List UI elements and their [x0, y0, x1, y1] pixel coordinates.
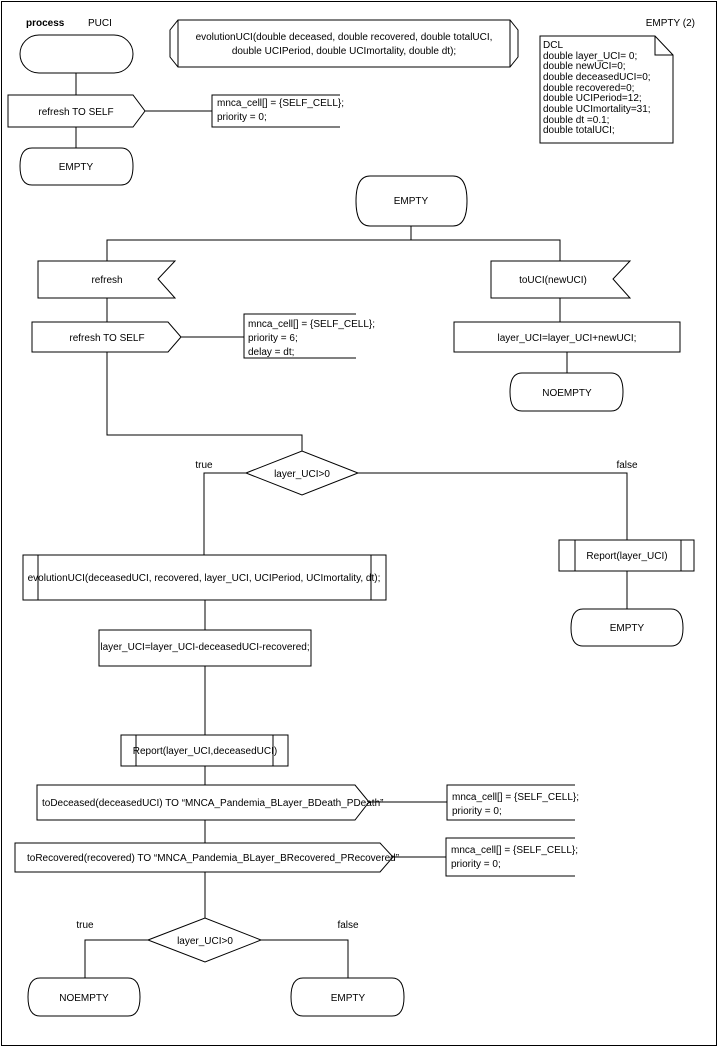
true-label: true [195, 460, 213, 471]
comment-line: mnca_cell[] = {SELF_CELL}; [452, 792, 579, 803]
process-name: PUCI [88, 18, 112, 29]
call-label: Report(layer_UCI) [586, 551, 667, 562]
dcl-line: double totalUCI; [543, 125, 615, 136]
input-touci[interactable]: toUCI(newUCI) [490, 260, 632, 299]
false-label: false [337, 920, 359, 931]
decision-layer-uci[interactable]: layer_UCI>0 [244, 450, 360, 496]
state-empty-start[interactable]: EMPTY [19, 147, 134, 186]
comment-line: priority = 0; [451, 859, 501, 870]
decision-layer-uci-2[interactable]: layer_UCI>0 [146, 917, 263, 963]
call-label: Report(layer_UCI,deceasedUCI) [133, 746, 278, 757]
task-update-layer[interactable]: layer_UCI=layer_UCI-deceasedUCI-recovere… [98, 629, 312, 667]
dcl-line: double dt =0.1; [543, 115, 609, 126]
comment-line: mnca_cell[] = {SELF_CELL}; [248, 319, 375, 330]
task-label: layer_UCI=layer_UCI+newUCI; [498, 333, 637, 344]
state-label: EMPTY [610, 623, 645, 634]
state-label: NOEMPTY [59, 993, 109, 1004]
decision-label: layer_UCI>0 [177, 936, 233, 947]
dcl-line: double recovered=0; [543, 83, 634, 94]
comment-refresh-output: mnca_cell[] = {SELF_CELL}; priority = 6;… [243, 313, 375, 359]
comment-line: priority = 0; [217, 112, 267, 123]
state-empty-final[interactable]: EMPTY [290, 977, 405, 1017]
output-refresh-start[interactable]: refresh TO SELF [7, 94, 146, 128]
procedure-call-evolution[interactable]: evolutionUCI(deceasedUCI, recovered, lay… [22, 554, 387, 601]
comment-line: priority = 0; [452, 806, 502, 817]
comment-start-output: mnca_cell[] = {SELF_CELL}; priority = 0; [211, 94, 344, 128]
output-to-deceased[interactable]: toDeceased(deceasedUCI) TO “MNCA_Pandemi… [36, 784, 383, 821]
task-label: layer_UCI=layer_UCI-deceasedUCI-recovere… [100, 642, 309, 653]
decision-label: layer_UCI>0 [274, 469, 330, 480]
declaration-line: evolutionUCI(double deceased, double rec… [196, 32, 493, 43]
dcl-line: double deceasedUCI=0; [543, 72, 651, 83]
true-label: true [76, 920, 94, 931]
input-label: refresh [91, 275, 122, 286]
comment-line: mnca_cell[] = {SELF_CELL}; [451, 845, 578, 856]
state-label: NOEMPTY [542, 388, 592, 399]
output-label: toRecovered(recovered) TO “MNCA_Pandemia… [27, 853, 399, 864]
page-label: EMPTY (2) [646, 18, 695, 29]
output-label: refresh TO SELF [38, 107, 113, 118]
process-keyword: process [26, 18, 65, 29]
declaration-line: double UCIPeriod, double UCImortality, d… [232, 46, 456, 57]
dcl-line: double layer_UCI= 0; [543, 51, 637, 62]
output-label: toDeceased(deceasedUCI) TO “MNCA_Pandemi… [42, 798, 383, 809]
state-label: EMPTY [59, 162, 94, 173]
state-noempty-final[interactable]: NOEMPTY [27, 977, 141, 1017]
false-label: false [616, 460, 638, 471]
dcl-line: double newUCI=0; [543, 61, 626, 72]
call-label: evolutionUCI(deceasedUCI, recovered, lay… [28, 573, 381, 584]
comment-deceased-output: mnca_cell[] = {SELF_CELL}; priority = 0; [446, 784, 579, 821]
state-empty[interactable]: EMPTY [355, 175, 468, 227]
state-label: EMPTY [394, 196, 429, 207]
procedure-declaration[interactable]: evolutionUCI(double deceased, double rec… [169, 19, 519, 68]
output-label: refresh TO SELF [69, 333, 144, 344]
comment-recovered-output: mnca_cell[] = {SELF_CELL}; priority = 0; [445, 837, 578, 877]
dcl-line: DCL [543, 40, 563, 51]
comment-line: priority = 6; [248, 333, 298, 344]
dcl-line: double UCIPeriod=12; [543, 93, 642, 104]
dcl-note[interactable]: DCL double layer_UCI= 0; double newUCI=0… [539, 35, 674, 144]
input-label: toUCI(newUCI) [519, 275, 587, 286]
output-refresh[interactable]: refresh TO SELF [31, 321, 182, 353]
comment-line: mnca_cell[] = {SELF_CELL}; [217, 98, 344, 109]
comment-line: delay = dt; [248, 347, 294, 358]
task-touci[interactable]: layer_UCI=layer_UCI+newUCI; [453, 321, 681, 353]
input-refresh[interactable]: refresh [37, 260, 177, 299]
state-empty-false[interactable]: EMPTY [570, 608, 684, 647]
start-symbol[interactable] [19, 34, 134, 74]
procedure-call-report-false[interactable]: Report(layer_UCI) [558, 539, 695, 572]
procedure-call-report[interactable]: Report(layer_UCI,deceasedUCI) [120, 734, 289, 767]
state-noempty-touci[interactable]: NOEMPTY [509, 372, 624, 412]
output-to-recovered[interactable]: toRecovered(recovered) TO “MNCA_Pandemia… [14, 842, 399, 873]
dcl-line: double UCImortality=31; [543, 104, 651, 115]
state-label: EMPTY [331, 993, 366, 1004]
